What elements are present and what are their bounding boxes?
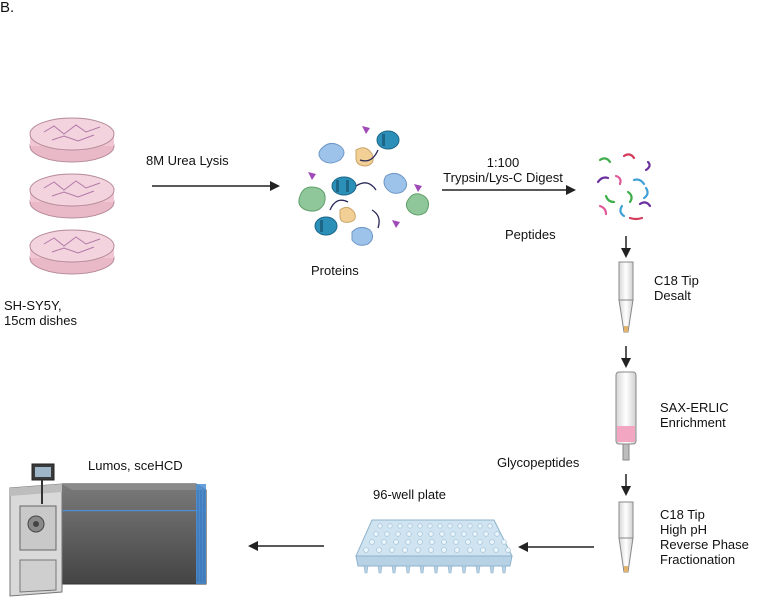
peptide-fragments (596, 153, 652, 221)
peptides-label: Peptides (505, 227, 556, 242)
plate-label: 96-well plate (373, 487, 446, 502)
well-plate (355, 519, 513, 574)
lysis-label: 8M Urea Lysis (146, 153, 229, 168)
cells-label-line2: 15cm dishes (4, 313, 77, 328)
sax-cartridge (615, 371, 637, 461)
c18-desalt-line1: C18 Tip (654, 273, 699, 288)
c18-desalt-label: C18 Tip Desalt (654, 273, 699, 303)
sax-label: SAX-ERLIC Enrichment (660, 400, 729, 430)
petri-dish-1 (29, 117, 115, 163)
c18-fraction-line1: C18 Tip (660, 507, 705, 522)
digest-enzymes: Trypsin/Lys-C Digest (443, 170, 563, 185)
c18-tip-fraction (618, 501, 634, 573)
instrument-label: Lumos, sceHCD (88, 458, 183, 473)
cells-label-line1: SH-SY5Y, (4, 298, 62, 313)
sax-line2: Enrichment (660, 415, 726, 430)
cells-label: SH-SY5Y, 15cm dishes (4, 298, 77, 328)
mass-spectrometer (9, 463, 207, 597)
c18-fraction-label: C18 Tip High pH Reverse Phase Fractionat… (660, 507, 749, 567)
c18-fraction-line4: Fractionation (660, 552, 736, 567)
c18-fraction-line2: High pH (660, 522, 707, 537)
c18-tip-desalt (618, 261, 634, 333)
protein-cluster (298, 126, 430, 246)
petri-dish-3 (29, 229, 115, 275)
sax-line1: SAX-ERLIC (660, 400, 729, 415)
glycopeptides-label: Glycopeptides (497, 455, 580, 470)
digest-label: 1:100 Trypsin/Lys-C Digest (432, 155, 574, 185)
petri-dish-2 (29, 173, 115, 219)
panel-label: B. (0, 0, 15, 16)
petri-dish-stack (29, 117, 115, 275)
proteins-label: Proteins (311, 263, 359, 278)
c18-fraction-line3: Reverse Phase (660, 537, 749, 552)
digest-ratio: 1:100 (486, 155, 520, 170)
c18-desalt-line2: Desalt (654, 288, 691, 303)
